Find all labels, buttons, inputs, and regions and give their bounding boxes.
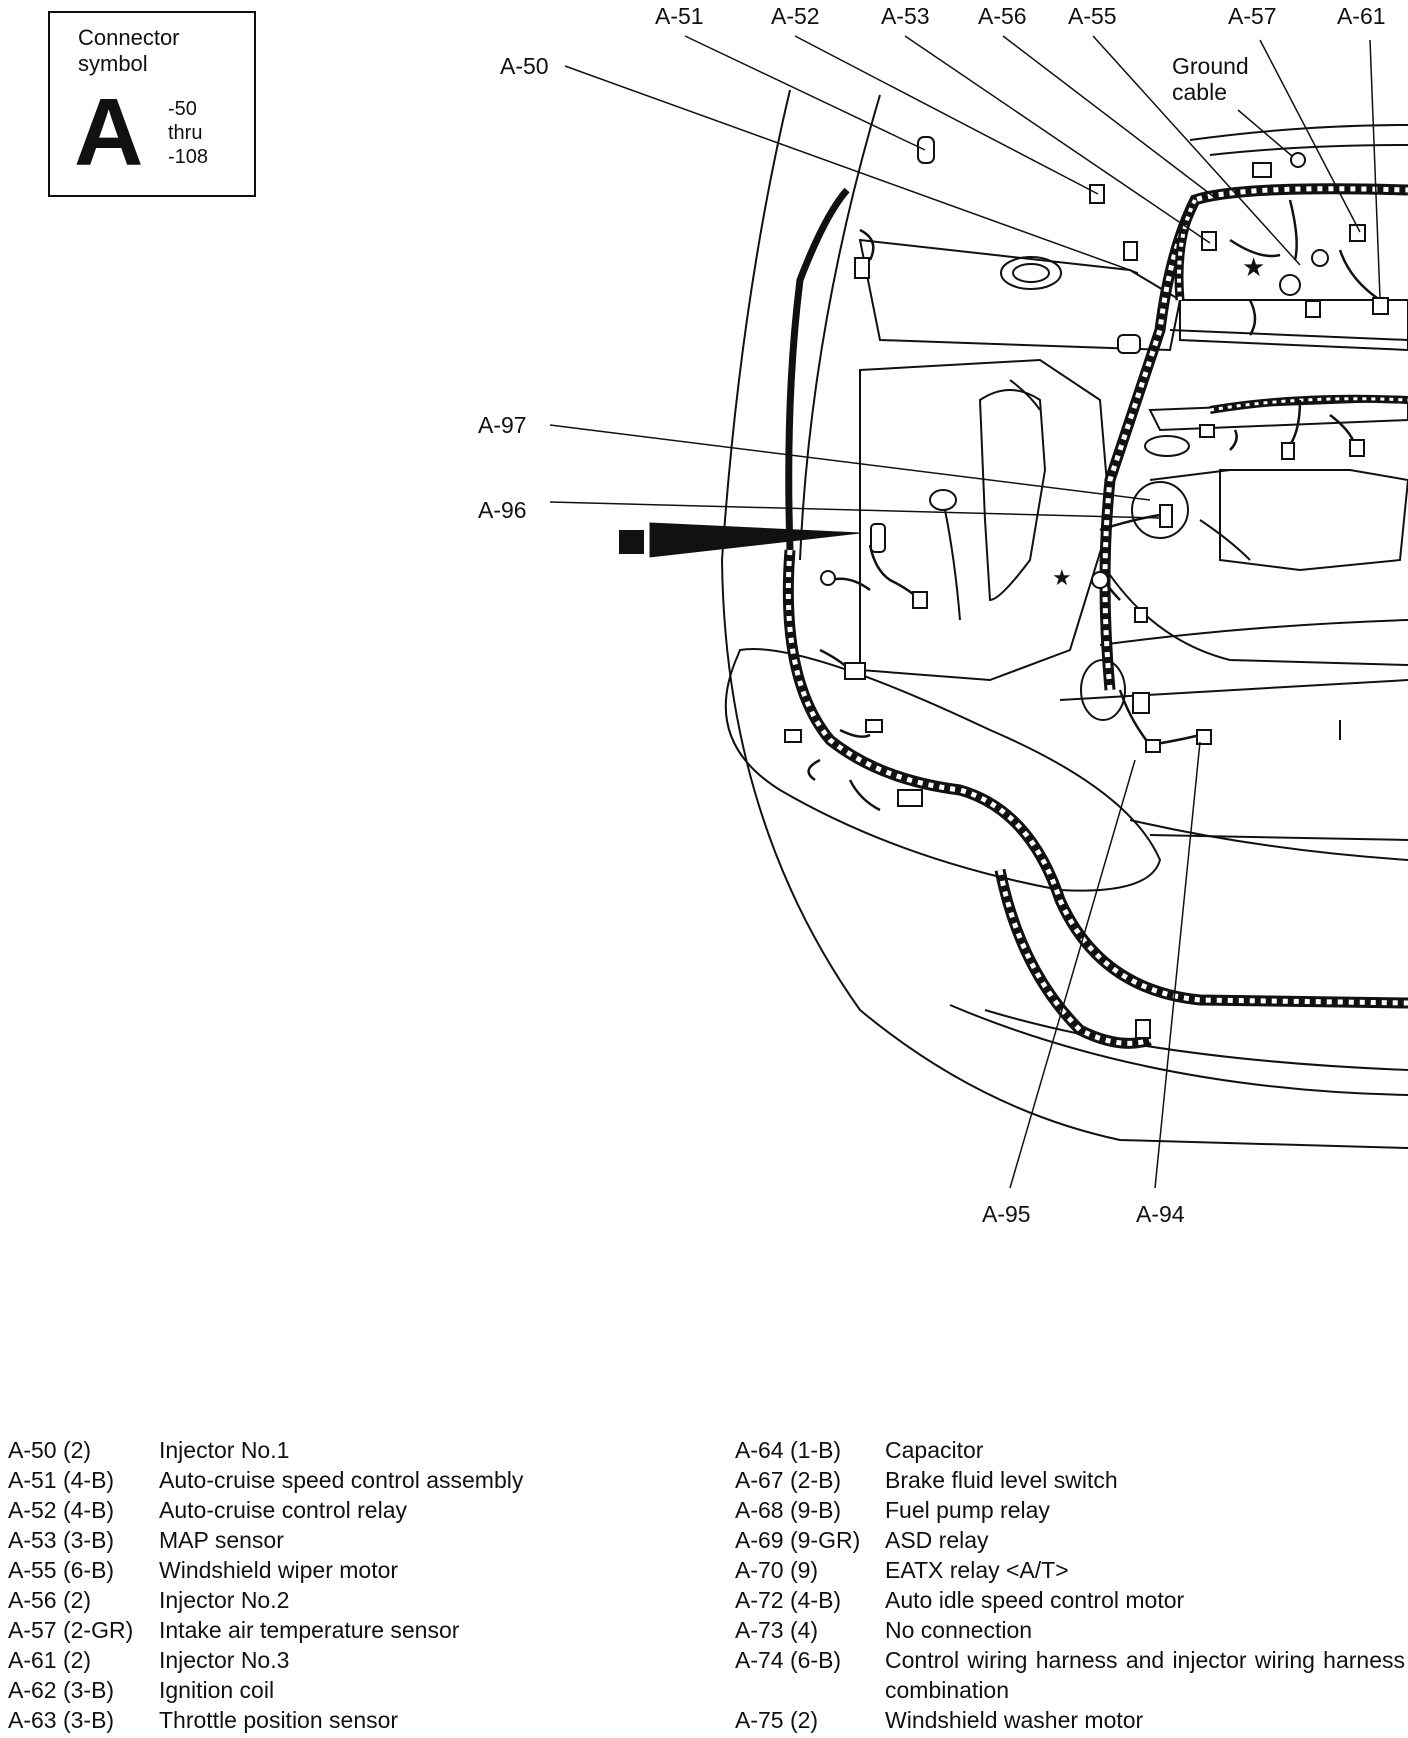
callout-a57: A-57 [1228, 3, 1277, 29]
connectors [784, 136, 1389, 1039]
callout-labels: A-50 A-51 A-52 A-53 A-56 A-55 A-57 A-61 … [478, 3, 1386, 1227]
legend-desc: Windshield washer motor [885, 1707, 1144, 1733]
legend-desc: No connection [885, 1617, 1033, 1643]
legend-desc: MAP sensor [159, 1527, 284, 1553]
callout-a97: A-97 [478, 412, 527, 438]
callout-a52: A-52 [771, 3, 820, 29]
legend-code: A-56 (2) [8, 1587, 92, 1613]
legend-desc: Auto idle speed control motor [885, 1587, 1185, 1613]
marker-1: 1 [619, 522, 861, 558]
legend-code: A-67 (2-B) [735, 1467, 842, 1493]
marker-1-label: 1 [627, 536, 635, 553]
connector-symbol-title: Connector symbol [78, 25, 180, 76]
legend-row: A-50 (2) Injector No.1 [8, 1435, 708, 1465]
legend-desc: Throttle position sensor [159, 1707, 399, 1733]
legend-row: A-68 (9-B) Fuel pump relay [735, 1495, 1405, 1525]
legend-code: A-61 (2) [8, 1647, 92, 1673]
engine-compartment-diagram: ★ ★ 1 A-50 A-51 A-52 A-53 A-56 A-55 A-57… [478, 3, 1408, 1227]
callout-a94: A-94 [1136, 1201, 1185, 1227]
legend-row: A-69 (9-GR) ASD relay [735, 1525, 1405, 1555]
legend-desc: Brake fluid level switch [885, 1467, 1118, 1493]
legend-desc: Capacitor [885, 1437, 984, 1463]
engine-components [858, 238, 1408, 740]
callout-a96: A-96 [478, 497, 527, 523]
legend-code: A-62 (3-B) [8, 1677, 115, 1703]
legend-row: A-62 (3-B) Ignition coil [8, 1675, 708, 1705]
legend-desc: Injector No.1 [159, 1437, 290, 1463]
range-line: -108 [168, 146, 209, 168]
legend-row: A-52 (4-B) Auto-cruise control relay [8, 1495, 708, 1525]
legend-row: A-61 (2) Injector No.3 [8, 1645, 708, 1675]
legend-code: A-72 (4-B) [735, 1587, 842, 1613]
legend-desc: Injector No.3 [159, 1647, 290, 1673]
legend-desc: Windshield wiper motor [159, 1557, 399, 1583]
legend-row: A-67 (2-B) Brake fluid level switch [735, 1465, 1405, 1495]
connector-symbol-range: -50 thru -108 [168, 97, 208, 169]
legend-row: A-53 (3-B) MAP sensor [8, 1525, 708, 1555]
legend-row: A-63 (3-B) Throttle position sensor [8, 1705, 708, 1735]
legend-desc: Injector No.2 [159, 1587, 290, 1613]
legend-code: A-50 (2) [8, 1437, 92, 1463]
legend-row: A-72 (4-B) Auto idle speed control motor [735, 1585, 1405, 1615]
range-line: thru [168, 122, 203, 144]
legend-code: A-64 (1-B) [735, 1437, 842, 1463]
legend-code: A-57 (2-GR) [8, 1617, 134, 1643]
svg-text:★: ★ [1052, 565, 1072, 590]
callout-a61: A-61 [1337, 3, 1386, 29]
legend-row: A-70 (9) EATX relay <A/T> [735, 1555, 1405, 1585]
leader-lines [549, 35, 1381, 1189]
legend-desc: EATX relay <A/T> [885, 1557, 1069, 1583]
legend-code: A-63 (3-B) [8, 1707, 115, 1733]
range-line: -50 [168, 98, 197, 120]
legend-desc: Control wiring harness and injector wiri… [885, 1647, 1405, 1703]
star-markers: ★ ★ [1052, 252, 1265, 590]
legend-code: A-73 (4) [735, 1617, 819, 1643]
legend-desc: ASD relay [885, 1527, 989, 1553]
legend-code: A-70 (9) [735, 1557, 819, 1583]
body-outline [720, 89, 1408, 1149]
legend-desc: Auto-cruise speed control assembly [159, 1467, 524, 1493]
legend-code: A-55 (6-B) [8, 1557, 115, 1583]
legend-code: A-52 (4-B) [8, 1497, 115, 1523]
callout-a51: A-51 [655, 3, 704, 29]
legend-row: A-56 (2) Injector No.2 [8, 1585, 708, 1615]
connector-symbol-letter: A [74, 79, 144, 186]
ground-cable-label-line: Ground [1172, 53, 1249, 79]
legend-code: A-51 (4-B) [8, 1467, 115, 1493]
legend-row: A-51 (4-B) Auto-cruise speed control asse… [8, 1465, 708, 1495]
legend-row: A-75 (2) Windshield washer motor [735, 1705, 1405, 1735]
legend-code: A-75 (2) [735, 1707, 819, 1733]
connector-symbol-box: Connector symbol A -50 thru -108 [48, 11, 256, 197]
legend-code: A-74 (6-B) [735, 1647, 842, 1673]
legend-code: A-53 (3-B) [8, 1527, 115, 1553]
legend-row: A-64 (1-B) Capacitor [735, 1435, 1405, 1465]
legend-left: A-50 (2) Injector No.1 A-51 (4-B) Auto-cru… [8, 1435, 708, 1735]
legend-right: A-64 (1-B) Capacitor A-67 (2-B) Brake flui… [735, 1435, 1405, 1735]
callout-a55: A-55 [1068, 3, 1117, 29]
legend-row: A-73 (4) No connection [735, 1615, 1405, 1645]
legend-desc: Auto-cruise control relay [159, 1497, 407, 1523]
legend-code: A-68 (9-B) [735, 1497, 842, 1523]
harness-main [782, 183, 1408, 1049]
branch-wires [807, 199, 1381, 812]
legend-row: A-57 (2-GR) Intake air temperature sensor [8, 1615, 708, 1645]
legend-desc: Ignition coil [159, 1677, 275, 1703]
callout-a95: A-95 [982, 1201, 1031, 1227]
legend-code: A-69 (9-GR) [735, 1527, 861, 1553]
legend-row: A-74 (6-B) Control wiring harness and inj… [735, 1645, 1405, 1705]
callout-a53: A-53 [881, 3, 930, 29]
legend-row: A-55 (6-B) Windshield wiper motor [8, 1555, 708, 1585]
legend-desc: Fuel pump relay [885, 1497, 1050, 1523]
callout-a56: A-56 [978, 3, 1027, 29]
legend-desc: Intake air temperature sensor [159, 1617, 460, 1643]
ground-cable-label-line: cable [1172, 79, 1227, 105]
svg-text:★: ★ [1242, 252, 1265, 282]
callout-a50: A-50 [500, 53, 549, 79]
